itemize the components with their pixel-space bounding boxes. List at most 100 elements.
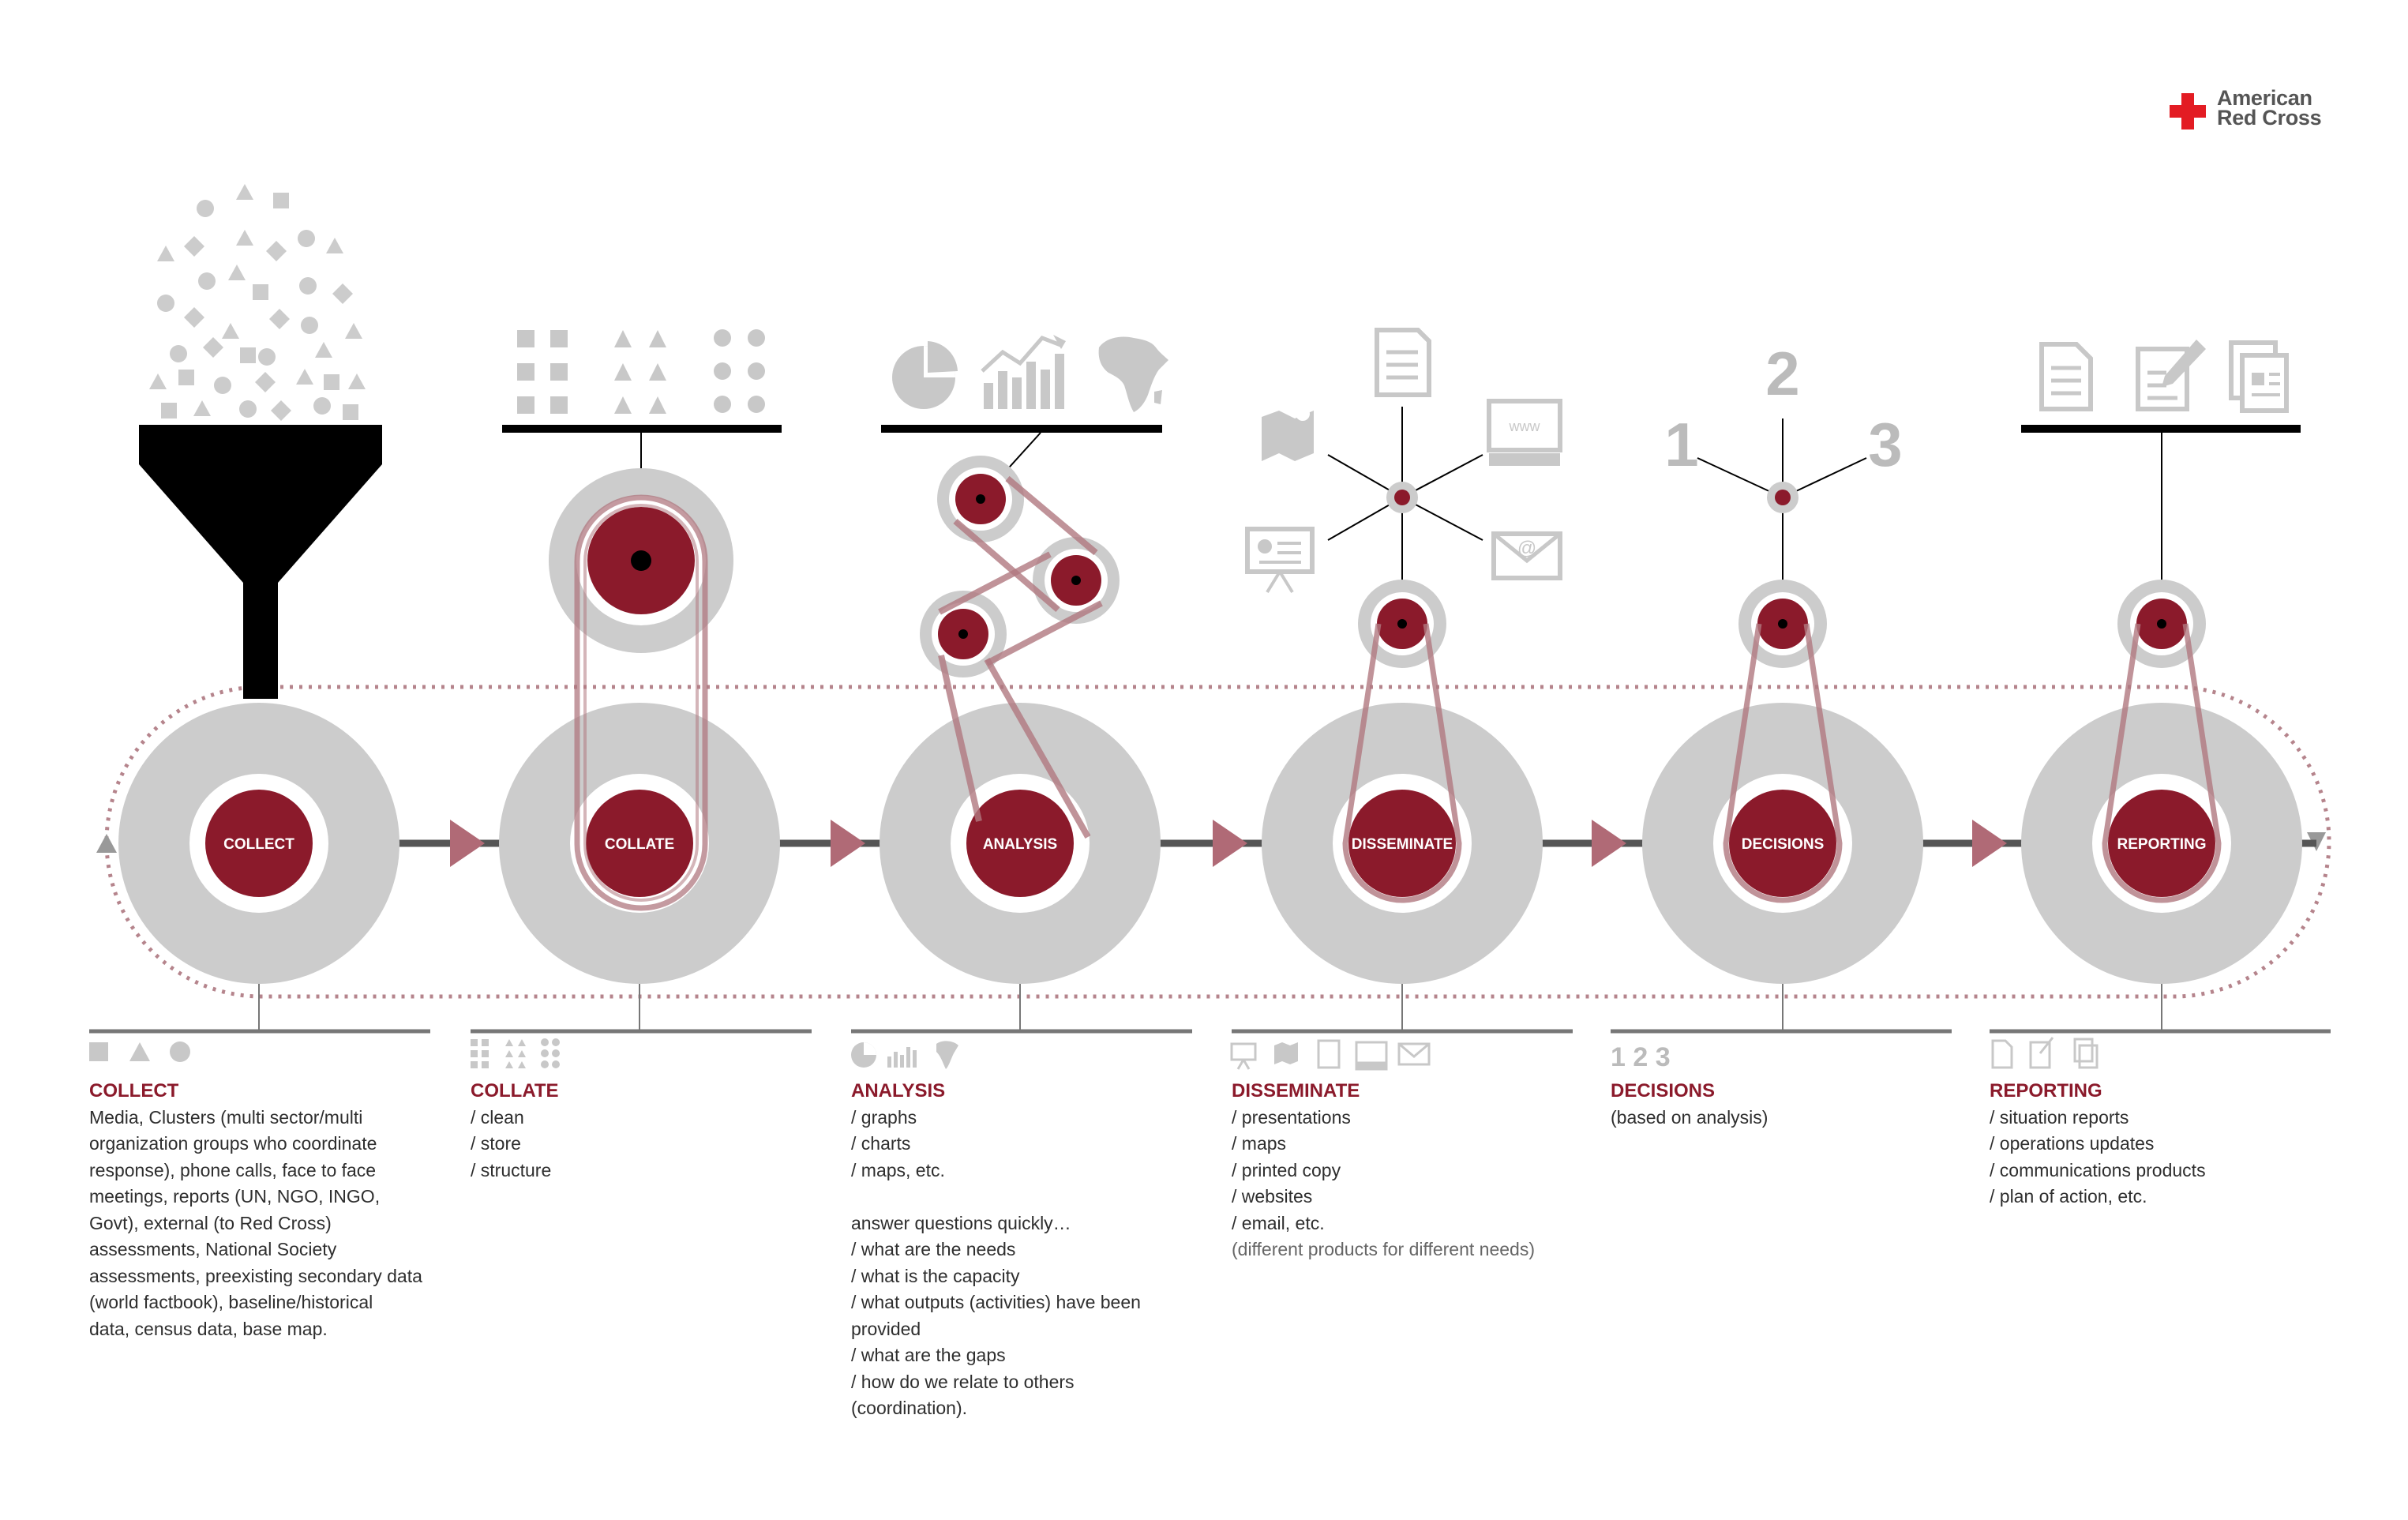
description-line: / what are the needs [851, 1239, 1016, 1259]
data-shape [240, 347, 256, 363]
description-line: / charts [851, 1133, 911, 1154]
data-shape [228, 265, 246, 280]
decision-number-3: 3 [1868, 410, 1902, 479]
description-line: (different products for different needs) [1232, 1239, 1535, 1259]
description-title: COLLATE [471, 1080, 559, 1102]
belts [1342, 623, 2222, 903]
description-line: / what is the capacity [851, 1265, 1020, 1286]
analysis-gears [920, 456, 1120, 839]
red-cross-icon [2170, 93, 2206, 129]
analysis-col-icons [851, 1041, 958, 1069]
node-label-analysis: ANALYSIS [983, 836, 1057, 853]
data-shape [214, 377, 231, 394]
big-wheels [118, 703, 2302, 984]
data-shape [203, 337, 223, 358]
step-node-disseminate [1262, 703, 1543, 984]
disseminate-col-icons [1230, 1039, 1431, 1071]
collate-pulley-hub [631, 550, 651, 571]
data-shape [184, 307, 204, 328]
data-shape [236, 230, 253, 246]
loop-arrow-left [96, 834, 117, 853]
collate-col-icons [471, 1038, 560, 1068]
description-line: / maps, etc. [851, 1159, 945, 1180]
description-line: assessments, National Society [89, 1239, 337, 1259]
node-label-decisions: DECISIONS [1742, 836, 1825, 853]
description-line: / printed copy [1232, 1159, 1341, 1180]
description-line: / what outputs (activities) have been [851, 1292, 1141, 1312]
description-line: / communications products [1990, 1159, 2206, 1180]
data-shape [255, 372, 276, 392]
brand-name: American Red Cross [2217, 86, 2322, 129]
disseminate-hub-center [1394, 490, 1410, 505]
map-icon [1262, 407, 1314, 461]
description-line: / situation reports [1990, 1106, 2129, 1128]
svg-text:www: www [1509, 418, 1541, 434]
flow-arrow [1972, 820, 2007, 867]
flow-arrow [1213, 820, 1247, 867]
data-shape [161, 403, 177, 418]
axis-arrows [450, 820, 2007, 867]
presentation-icon [1245, 527, 1315, 594]
data-shape [273, 193, 289, 208]
data-shape [271, 400, 291, 421]
flow-arrow [450, 820, 485, 867]
data-shape [266, 241, 287, 261]
brand-line-1: American [2217, 86, 2312, 110]
description-title: DECISIONS [1611, 1080, 1716, 1102]
data-shape [184, 236, 204, 257]
flow-arrow [1592, 820, 1626, 867]
collate-belt [574, 494, 708, 911]
bar-chart-icon [981, 335, 1066, 409]
data-shape [222, 323, 239, 339]
step-node-circle [1348, 790, 1456, 897]
description-line [851, 1184, 1198, 1210]
step-node-analysis [880, 703, 1161, 984]
data-shape [332, 283, 353, 304]
decision-number-2: 2 [1765, 339, 1799, 408]
description-line: Govt), external (to Red Cross) [89, 1212, 332, 1233]
svg-text:@: @ [1517, 538, 1536, 559]
africa-map-icon [1098, 336, 1168, 412]
data-shape [157, 246, 174, 261]
description-collate: COLLATE/ clean/ store/ structure [471, 1078, 818, 1184]
data-shape [258, 348, 276, 366]
collect-col-icons [89, 1041, 190, 1062]
step-node-circle [205, 790, 313, 897]
brand-line-2: Red Cross [2217, 106, 2322, 129]
flow-arrow [831, 820, 865, 867]
disseminate-pulley [1358, 580, 1446, 668]
data-shape [178, 370, 194, 385]
step-node-collect [118, 703, 399, 984]
data-shape [326, 238, 343, 253]
description-line: / plan of action, etc. [1990, 1186, 2147, 1207]
description-reporting: REPORTING/ situation reports/ operations… [1990, 1078, 2337, 1210]
report-icon [2039, 342, 2093, 411]
description-line: / structure [471, 1159, 552, 1180]
step-node-collate [499, 703, 780, 984]
data-shape [345, 323, 362, 339]
data-shape [301, 317, 318, 334]
description-line: / websites [1232, 1186, 1313, 1207]
falling-data-shapes [149, 184, 366, 421]
description-title: DISSEMINATE [1232, 1080, 1360, 1102]
data-shape [197, 200, 214, 217]
description-line: meetings, reports (UN, NGO, INGO, [89, 1186, 381, 1207]
description-line: data, census data, base map. [89, 1318, 328, 1339]
description-line: response), phone calls, face to face [89, 1159, 377, 1180]
description-line: / what are the gaps [851, 1345, 1006, 1365]
node-label-disseminate: DISSEMINATE [1352, 836, 1453, 853]
description-line: (coordination). [851, 1398, 968, 1418]
description-line: provided [851, 1318, 921, 1339]
collate-icons [517, 329, 765, 414]
data-shape [315, 342, 332, 358]
step-node-circle [966, 790, 1074, 897]
step-node-circle [586, 790, 693, 897]
data-shape [343, 404, 358, 420]
description-line: (world factbook), baseline/historical [89, 1292, 373, 1312]
description-line: assessments, preexisting secondary data [89, 1265, 422, 1286]
node-label-collect: COLLECT [223, 836, 294, 853]
documents-icon [2229, 340, 2289, 413]
step-node-circle [2108, 790, 2215, 897]
